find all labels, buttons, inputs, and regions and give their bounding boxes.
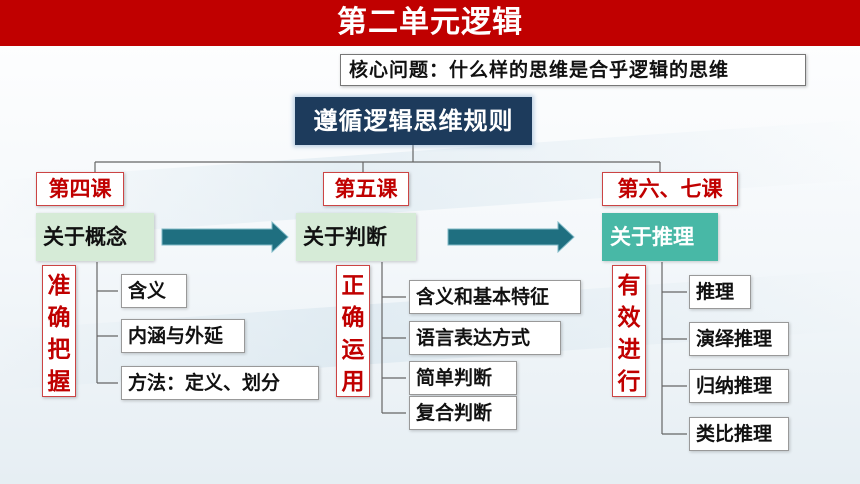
list-item: 方法：定义、划分: [121, 366, 319, 400]
title-bar: [0, 0, 860, 46]
list-item: 类比推理: [689, 417, 789, 451]
side-label: 正确运用: [336, 265, 370, 397]
list-item: 简单判断: [409, 361, 517, 395]
side-label: 准确把握: [42, 265, 76, 397]
list-item: 含义和基本特征: [409, 280, 581, 314]
arrow-right-icon: [161, 220, 289, 254]
side-label: 有效进行: [612, 265, 646, 397]
lesson-label: 第五课: [323, 172, 409, 206]
list-item: 语言表达方式: [409, 321, 561, 355]
concept-node: 关于推理: [602, 213, 718, 261]
lesson-label: 第六、七课: [602, 172, 738, 206]
root-node: 遵循逻辑思维规则: [295, 97, 532, 145]
list-item: 内涵与外延: [121, 319, 245, 353]
list-item: 演绎推理: [689, 322, 789, 356]
list-item: 含义: [121, 274, 187, 308]
concept-node: 关于判断: [296, 213, 416, 261]
list-item: 复合判断: [409, 396, 517, 430]
lesson-label: 第四课: [36, 172, 124, 206]
list-item: 归纳推理: [689, 369, 789, 403]
concept-node: 关于概念: [36, 213, 154, 261]
list-item: 推理: [689, 275, 751, 309]
page-title: 第二单元逻辑: [337, 5, 523, 40]
arrow-right-icon: [447, 220, 575, 254]
core-question: 核心问题：什么样的思维是合乎逻辑的思维: [340, 54, 806, 86]
